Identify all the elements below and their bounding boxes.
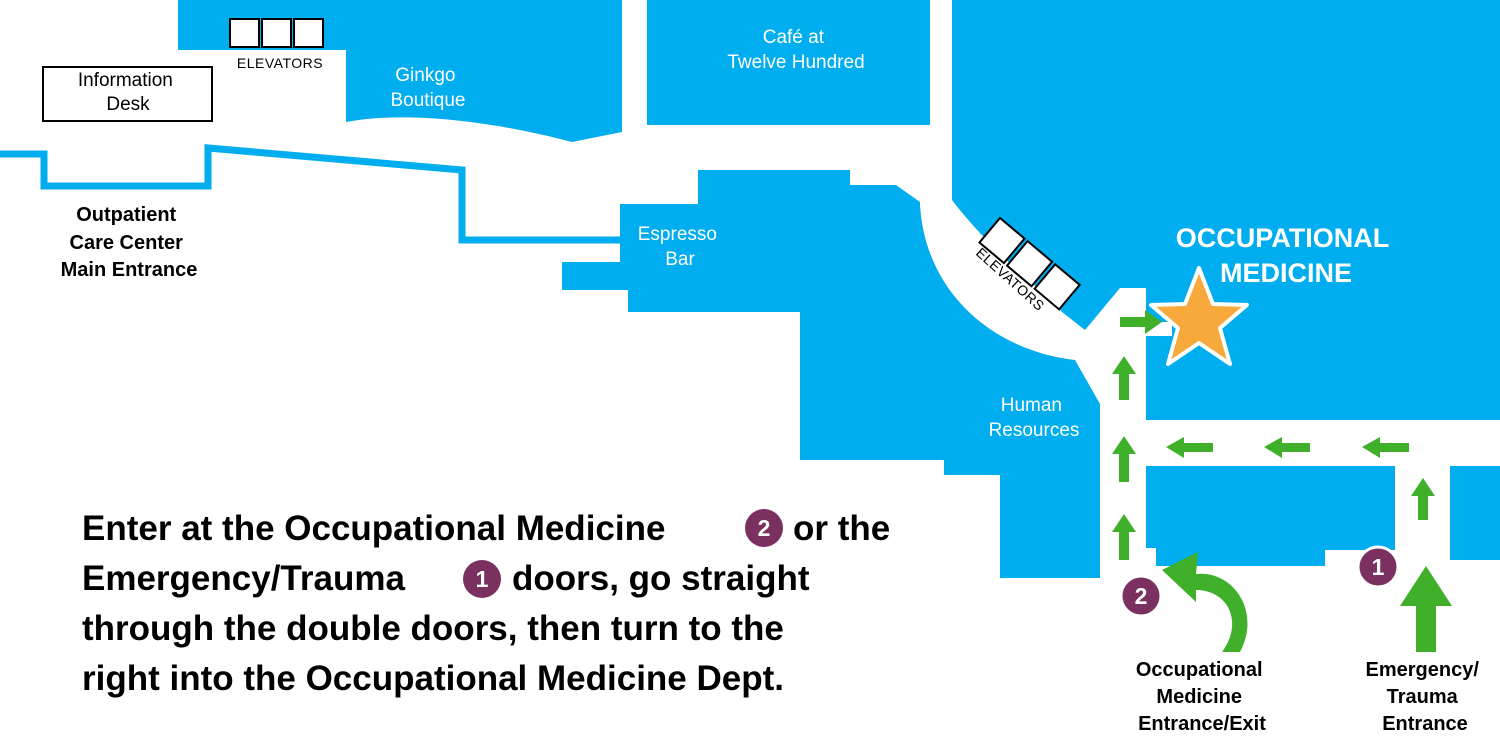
information-desk-box (42, 66, 213, 122)
er-entrance-arrow-icon (1400, 566, 1452, 652)
elevators-mid (978, 216, 1082, 311)
arrow-up-icon (1112, 514, 1136, 560)
right-building-area (800, 205, 1100, 578)
elevators-top-label: ELEVATORS (237, 55, 323, 71)
occupational-medicine-area (952, 0, 1500, 420)
instruction-line-2b: doors, go straight (512, 559, 810, 598)
arrow-left-icon (1264, 437, 1310, 458)
instruction-badge-1: 1 (463, 560, 501, 598)
occupational-entrance-label: Occupational Medicine Entrance/Exit (1136, 659, 1268, 735)
arrow-left-icon (1362, 437, 1409, 458)
cafe-area (647, 0, 930, 125)
arrow-up-icon (1112, 436, 1136, 482)
svg-text:1: 1 (1372, 554, 1385, 580)
arrow-up-icon (1112, 356, 1136, 400)
instruction-line-2a: Emergency/Trauma (82, 559, 405, 598)
espresso-bar-area (562, 170, 920, 312)
badge-door-2: 2 (1119, 574, 1163, 618)
arrow-up-icon (1411, 478, 1435, 520)
occ-entrance-curved-arrow-icon (1162, 552, 1248, 652)
instruction-line-4: right into the Occupational Medicine Dep… (82, 659, 784, 698)
svg-text:1: 1 (476, 566, 489, 592)
instruction-line-1a: Enter at the Occupational Medicine (82, 509, 665, 548)
information-desk-label: Information Desk (78, 70, 178, 115)
instruction-badge-2: 2 (745, 509, 783, 547)
svg-text:2: 2 (1135, 583, 1148, 609)
emergency-entrance-label: Emergency/ Trauma Entrance (1366, 659, 1485, 735)
elevators-top (229, 18, 324, 48)
arrow-left-icon (1166, 437, 1213, 458)
instruction-line-3: through the double doors, then turn to t… (82, 609, 784, 648)
lower-right-block (1146, 466, 1395, 566)
cafe-label: Café at Twelve Hundred (727, 27, 864, 73)
building-areas (178, 0, 1500, 578)
human-resources-label: Human Resources (989, 395, 1080, 441)
directions-instructions: Enter at the Occupational Medicine 2 or … (82, 509, 890, 698)
route-arrows (1112, 310, 1452, 652)
badge-door-1: 1 (1356, 545, 1400, 589)
destination-star-icon (1149, 266, 1249, 366)
espresso-bar-label: Espresso Bar (638, 224, 722, 270)
outpatient-corridor-outline (0, 144, 620, 244)
far-right-block (1450, 466, 1500, 560)
svg-text:2: 2 (758, 515, 771, 541)
outpatient-entrance-label: Outpatient Care Center Main Entrance (61, 204, 198, 281)
arrow-right-icon (1120, 310, 1162, 334)
occupational-medicine-title: OCCUPATIONAL MEDICINE (1176, 223, 1397, 288)
ginkgo-boutique-label: Ginkgo Boutique (390, 65, 465, 111)
instruction-line-1b: or the (793, 509, 890, 548)
